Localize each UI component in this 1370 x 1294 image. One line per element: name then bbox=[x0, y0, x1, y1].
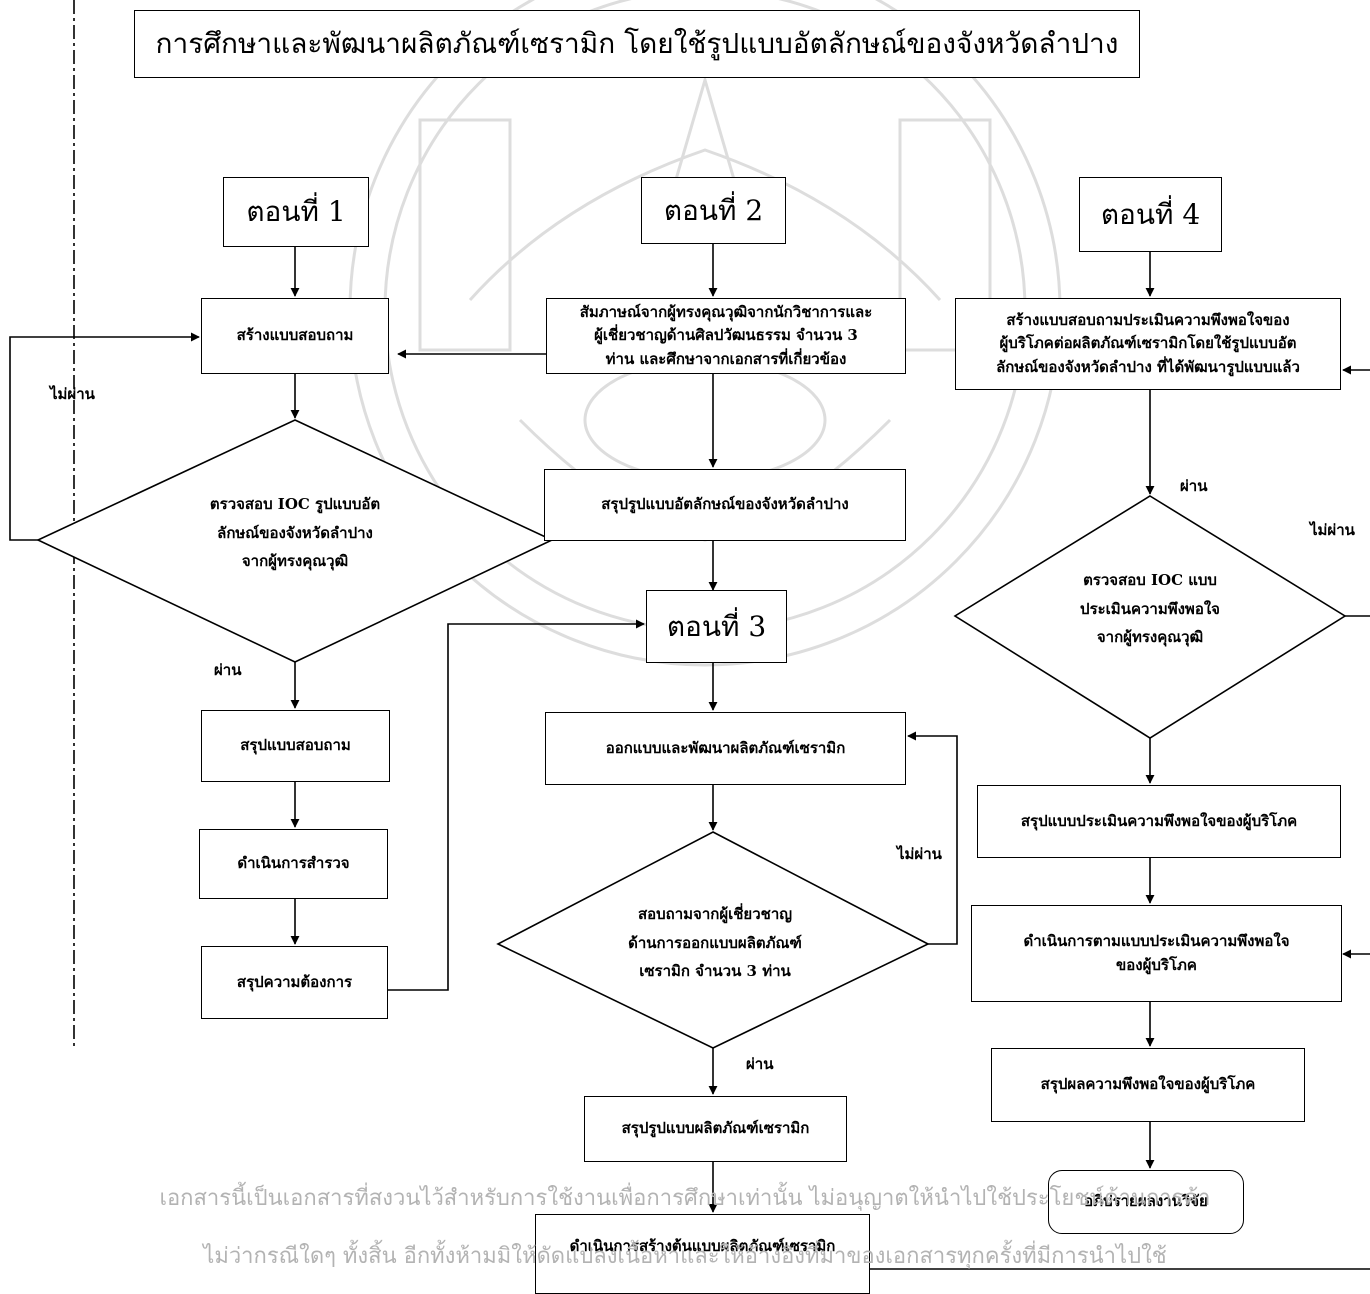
expert-review-text: สอบถามจากผู้เชี่ยวชาญ ด้านการออกแบบผลิตภ… bbox=[590, 900, 840, 986]
summary-needs-box: สรุปความต้องการ bbox=[201, 946, 388, 1019]
result-text: สรุปผลความพึงพอใจของผู้บริโภค bbox=[1040, 1075, 1256, 1094]
expert-review-line-2: ด้านการออกแบบผลิตภัณฑ์ bbox=[628, 933, 802, 952]
survey-box: ดำเนินการสำรวจ bbox=[199, 829, 388, 899]
interview-line-3: ท่าน และศึกษาจากเอกสารที่เกี่ยวข้อง bbox=[605, 349, 847, 368]
ioc-evaluation-line-2: ประเมินความพึงพอใจ bbox=[1080, 599, 1220, 618]
summary-needs-text: สรุปความต้องการ bbox=[236, 972, 353, 991]
create-questionnaire-box: สร้างแบบสอบถาม bbox=[201, 298, 389, 374]
step-2-box: ตอนที่ 2 bbox=[641, 177, 786, 244]
flowchart-title: การศึกษาและพัฒนาผลิตภัณฑ์เซรามิก โดยใช้ร… bbox=[155, 27, 1119, 61]
ioc-identity-line-2: ลักษณ์ของจังหวัดลำปาง bbox=[217, 523, 373, 542]
copyright-notice-line-1: เอกสารนี้เป็นเอกสารที่สงวนไว้สำหรับการใช… bbox=[159, 1186, 1211, 1211]
design-develop-box: ออกแบบและพัฒนาผลิตภัณฑ์เซรามิก bbox=[545, 712, 906, 785]
step-3-label: ตอนที่ 3 bbox=[666, 609, 767, 643]
expert-review-line-1: สอบถามจากผู้เชี่ยวชาญ bbox=[637, 905, 793, 923]
run-evaluation-line-2: ของผู้บริโภค bbox=[1116, 955, 1197, 974]
copyright-notice-line-2: ไม่ว่ากรณีใดๆ ทั้งสิ้น อีกทั้งห้ามมิให้ด… bbox=[203, 1244, 1167, 1269]
summary-questionnaire-box: สรุปแบบสอบถาม bbox=[201, 710, 390, 782]
step-4-label: ตอนที่ 4 bbox=[1100, 197, 1201, 231]
survey-text: ดำเนินการสำรวจ bbox=[237, 854, 350, 873]
summary-design-box: สรุปรูปแบบผลิตภัณฑ์เซรามิก bbox=[584, 1096, 847, 1162]
step-3-box: ตอนที่ 3 bbox=[646, 590, 787, 663]
ioc-evaluation-line-3: จากผู้ทรงคุณวุฒิ bbox=[1096, 628, 1204, 646]
summary-questionnaire-text: สรุปแบบสอบถาม bbox=[240, 736, 351, 755]
summary-design-text: สรุปรูปแบบผลิตภัณฑ์เซรามิก bbox=[621, 1119, 810, 1138]
create-questionnaire-text: สร้างแบบสอบถาม bbox=[236, 326, 354, 345]
discussion-text: อภิปรายผลงานวิจัย bbox=[1084, 1192, 1208, 1211]
create-evaluation-line-3: ลักษณ์ของจังหวัดลำปาง ที่ได้พัฒนารูปแบบแ… bbox=[996, 357, 1300, 376]
prototype-text: ดำเนินการสร้างต้นแบบผลิตภัณฑ์เซรามิก bbox=[569, 1237, 836, 1255]
fail-label-col3: ไม่ผ่าน bbox=[897, 845, 942, 863]
ioc-identity-line-1: ตรวจสอบ IOC รูปแบบอัต bbox=[209, 495, 381, 513]
create-evaluation-line-2: ผู้บริโภคต่อผลิตภัณฑ์เซรามิกโดยใช้รูปแบบ… bbox=[999, 334, 1297, 353]
summary-evaluation-text: สรุปแบบประเมินความพึงพอใจของผู้บริโภค bbox=[1020, 811, 1298, 830]
pass-label-col3: ผ่าน bbox=[746, 1055, 774, 1073]
result-box: สรุปผลความพึงพอใจของผู้บริโภค bbox=[991, 1048, 1305, 1122]
run-evaluation-line-1: ดำเนินการตามแบบประเมินความพึงพอใจ bbox=[1023, 932, 1290, 951]
prototype-box: ดำเนินการสร้างต้นแบบผลิตภัณฑ์เซรามิก bbox=[535, 1214, 870, 1294]
ioc-identity-line-3: จากผู้ทรงคุณวุฒิ bbox=[241, 552, 349, 570]
summary-identity-box: สรุปรูปแบบอัตลักษณ์ของจังหวัดลำปาง bbox=[544, 469, 906, 541]
step-1-box: ตอนที่ 1 bbox=[223, 177, 369, 247]
design-develop-text: ออกแบบและพัฒนาผลิตภัณฑ์เซรามิก bbox=[605, 738, 846, 757]
interview-line-2: ผู้เชี่ยวชาญด้านศิลปวัฒนธรรม จำนวน 3 bbox=[594, 326, 858, 345]
create-evaluation-box: สร้างแบบสอบถามประเมินความพึงพอใจของ ผู้บ… bbox=[955, 298, 1341, 390]
pass-label-col1: ผ่าน bbox=[214, 661, 242, 679]
discussion-box: อภิปรายผลงานวิจัย bbox=[1048, 1170, 1244, 1234]
step-1-label: ตอนที่ 1 bbox=[246, 195, 346, 229]
summary-evaluation-box: สรุปแบบประเมินความพึงพอใจของผู้บริโภค bbox=[977, 785, 1341, 858]
ioc-evaluation-text: ตรวจสอบ IOC แบบ ประเมินความพึงพอใจ จากผู… bbox=[1035, 566, 1265, 652]
ioc-identity-text: ตรวจสอบ IOC รูปแบบอัต ลักษณ์ของจังหวัดลำ… bbox=[170, 490, 420, 576]
fail-label-col4: ไม่ผ่าน bbox=[1310, 521, 1355, 539]
interview-experts-box: สัมภาษณ์จากผู้ทรงคุณวุฒิจากนักวิชาการและ… bbox=[546, 298, 906, 374]
ioc-evaluation-line-1: ตรวจสอบ IOC แบบ bbox=[1083, 571, 1217, 589]
step-2-label: ตอนที่ 2 bbox=[663, 193, 764, 227]
create-evaluation-line-1: สร้างแบบสอบถามประเมินความพึงพอใจของ bbox=[1006, 311, 1290, 330]
flowchart-title-box: การศึกษาและพัฒนาผลิตภัณฑ์เซรามิก โดยใช้ร… bbox=[134, 10, 1140, 78]
fail-label-col1: ไม่ผ่าน bbox=[50, 385, 95, 403]
summary-identity-text: สรุปรูปแบบอัตลักษณ์ของจังหวัดลำปาง bbox=[601, 495, 849, 514]
run-evaluation-box: ดำเนินการตามแบบประเมินความพึงพอใจ ของผู้… bbox=[971, 905, 1342, 1002]
pass-label-col4: ผ่าน bbox=[1180, 477, 1208, 495]
interview-line-1: สัมภาษณ์จากผู้ทรงคุณวุฒิจากนักวิชาการและ bbox=[579, 303, 873, 322]
expert-review-line-3: เซรามิก จำนวน 3 ท่าน bbox=[639, 962, 791, 980]
step-4-box: ตอนที่ 4 bbox=[1079, 177, 1222, 252]
